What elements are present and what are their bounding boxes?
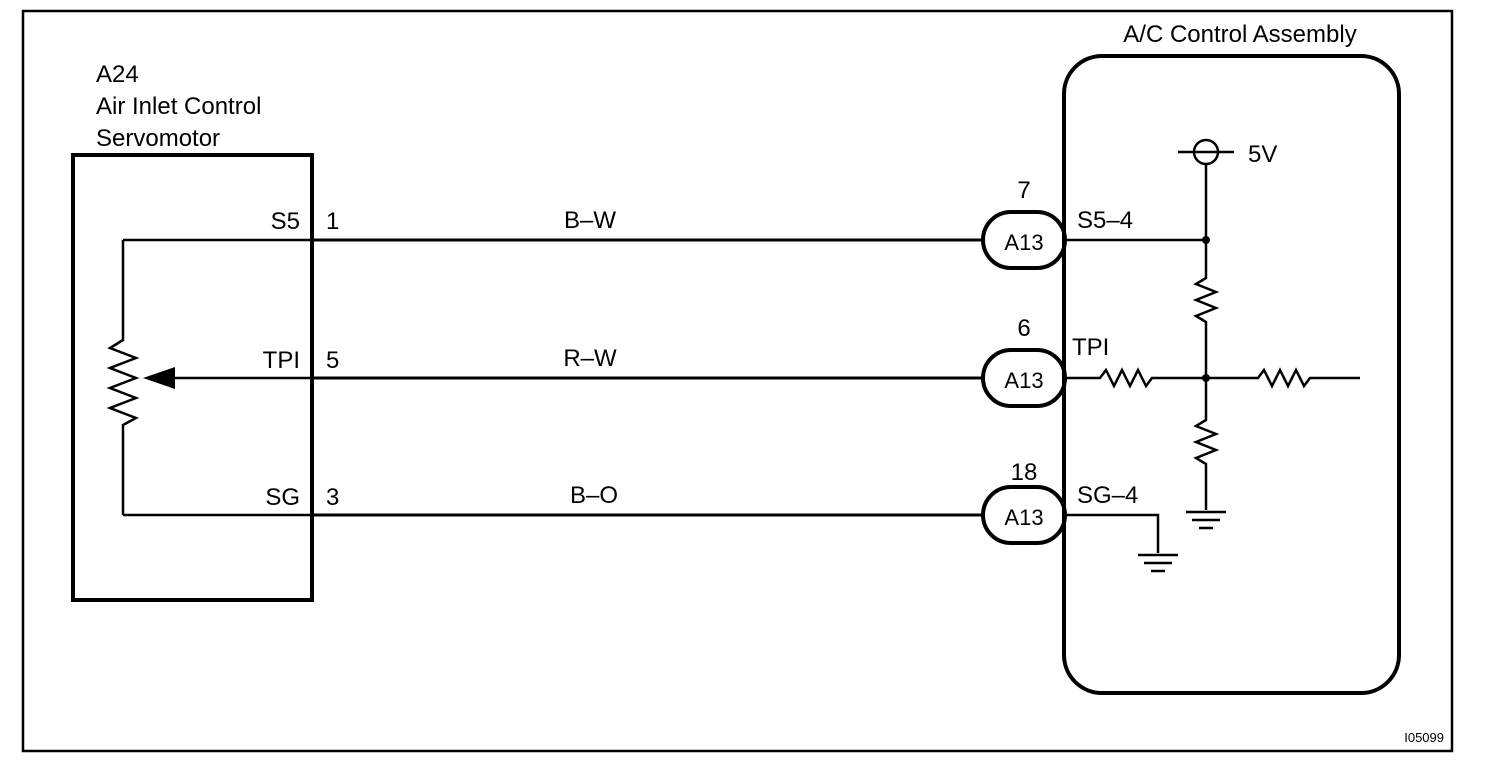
left-terminal-s5: S5 [271,208,300,235]
connector-pin-7: 7 [1017,177,1030,204]
diagram-frame [21,9,1454,753]
resistor-right-icon [1206,367,1360,389]
ac-control-assembly-box [1062,54,1401,695]
ground-icon [1138,553,1178,573]
left-terminal-sg: SG [265,484,300,511]
wire-color-bo: B–O [570,482,618,509]
right-terminal-s5-4: S5–4 [1077,207,1133,234]
wire-color-bw: B–W [564,207,616,234]
connector-label: A13 [1004,368,1043,393]
connector-a13-pin18: A13 [981,485,1067,545]
right-terminal-tpi: TPI [1072,334,1109,361]
connector-a13-pin6: A13 [981,348,1067,408]
resistor-upper-icon [1192,240,1220,378]
supply-voltage-label: 5V [1248,141,1277,168]
right-component-name: A/C Control Assembly [1123,21,1356,48]
connector-label: A13 [1004,230,1043,255]
right-terminal-sg-4: SG–4 [1077,482,1138,509]
left-terminal-tpi: TPI [263,347,300,374]
resistor-tpi-icon [1065,367,1206,389]
connector-label: A13 [1004,505,1043,530]
left-pin-1: 1 [326,208,339,235]
left-component-code: A24 [96,61,139,88]
connector-a13-pin7: A13 [981,210,1067,270]
left-component-name-line2: Servomotor [96,125,220,152]
connector-pin-6: 6 [1017,315,1030,342]
left-component-name-line1: Air Inlet Control [96,93,261,120]
left-pin-5: 5 [326,347,339,374]
wiper-arrow-icon [143,367,175,389]
resistor-lower-icon [1192,378,1220,510]
left-pin-3: 3 [326,484,339,511]
figure-id: I05099 [1404,730,1444,745]
ground-icon [1186,510,1226,530]
potentiometer-symbol [106,238,312,517]
wire-color-rw: R–W [563,345,617,372]
connector-pin-18: 18 [1011,459,1038,486]
internal-circuit [1065,138,1360,573]
